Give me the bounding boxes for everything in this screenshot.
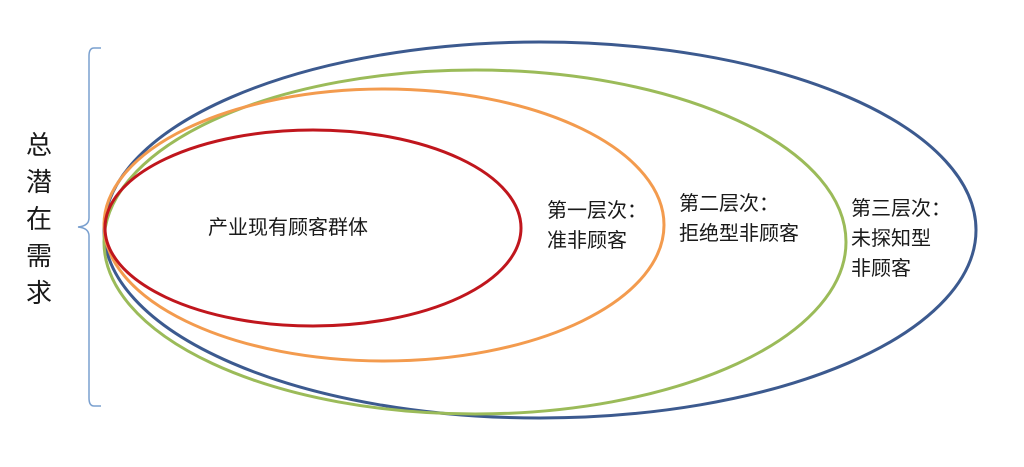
first-layer-label: 第一层次： 准非顾客 — [547, 195, 647, 255]
first-layer-title: 第一层次： — [547, 198, 647, 222]
third-layer-title: 第三层次： — [851, 196, 951, 220]
side-char: 求 — [25, 279, 52, 309]
side-char: 总 — [25, 131, 52, 161]
first-layer-desc: 准非顾客 — [547, 228, 627, 252]
third-layer-desc-1: 未探知型 — [851, 226, 931, 250]
left-brace — [77, 47, 101, 407]
core-ellipse — [103, 128, 523, 328]
third-layer-label: 第三层次： 未探知型 非顾客 — [851, 193, 951, 283]
side-char: 需 — [25, 242, 52, 272]
second-layer-title: 第二层次： — [679, 191, 779, 215]
core-label: 产业现有顾客群体 — [208, 215, 368, 239]
third-layer-desc-2: 非顾客 — [851, 256, 911, 280]
side-char: 潜 — [25, 168, 52, 198]
second-layer-ellipse — [102, 68, 848, 416]
side-char: 在 — [25, 205, 52, 235]
second-layer-desc: 拒绝型非顾客 — [679, 221, 799, 245]
second-layer-label: 第二层次： 拒绝型非顾客 — [679, 188, 799, 248]
total-potential-demand-label: 总 潜 在 需 求 — [22, 128, 56, 313]
